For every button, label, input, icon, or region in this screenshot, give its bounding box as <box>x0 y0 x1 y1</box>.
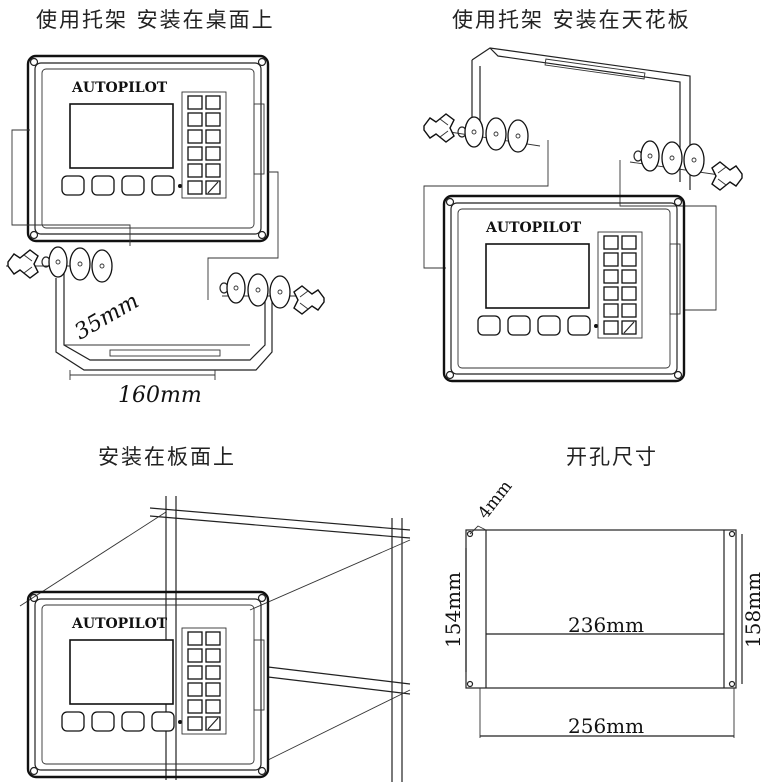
outer-width-label: 256mm <box>568 714 644 738</box>
cutout-rectangle <box>465 529 737 689</box>
bracket-height-label: 35mm <box>71 289 144 346</box>
hole-size-label: 4mm <box>474 477 516 523</box>
cutout-dimensions: 236mm 154mm 158mm 256mm 4mm <box>441 477 765 738</box>
cutout-width-label: 236mm <box>568 613 644 637</box>
cutout-height-label: 154mm <box>441 572 465 648</box>
caption-ceiling-mount: 使用托架 安装在天花板 <box>452 8 691 32</box>
panel-mount-illustration: AUTOPILOT <box>19 496 411 782</box>
brand-label: AUTOPILOT <box>71 616 168 632</box>
caption-desk-mount: 使用托架 安装在桌面上 <box>36 8 275 32</box>
caption-cutout: 开孔尺寸 <box>566 445 658 469</box>
ceiling-mount-illustration: AUTOPILOT <box>423 47 743 383</box>
desk-mount-illustration: AUTOPILOT 35mm 160mm <box>6 54 325 408</box>
bracket-width-label: 160mm <box>118 383 202 408</box>
brand-label: AUTOPILOT <box>485 220 582 236</box>
brand-label: AUTOPILOT <box>71 80 168 96</box>
outer-height-label: 158mm <box>741 572 765 648</box>
caption-panel-mount: 安装在板面上 <box>98 445 236 469</box>
